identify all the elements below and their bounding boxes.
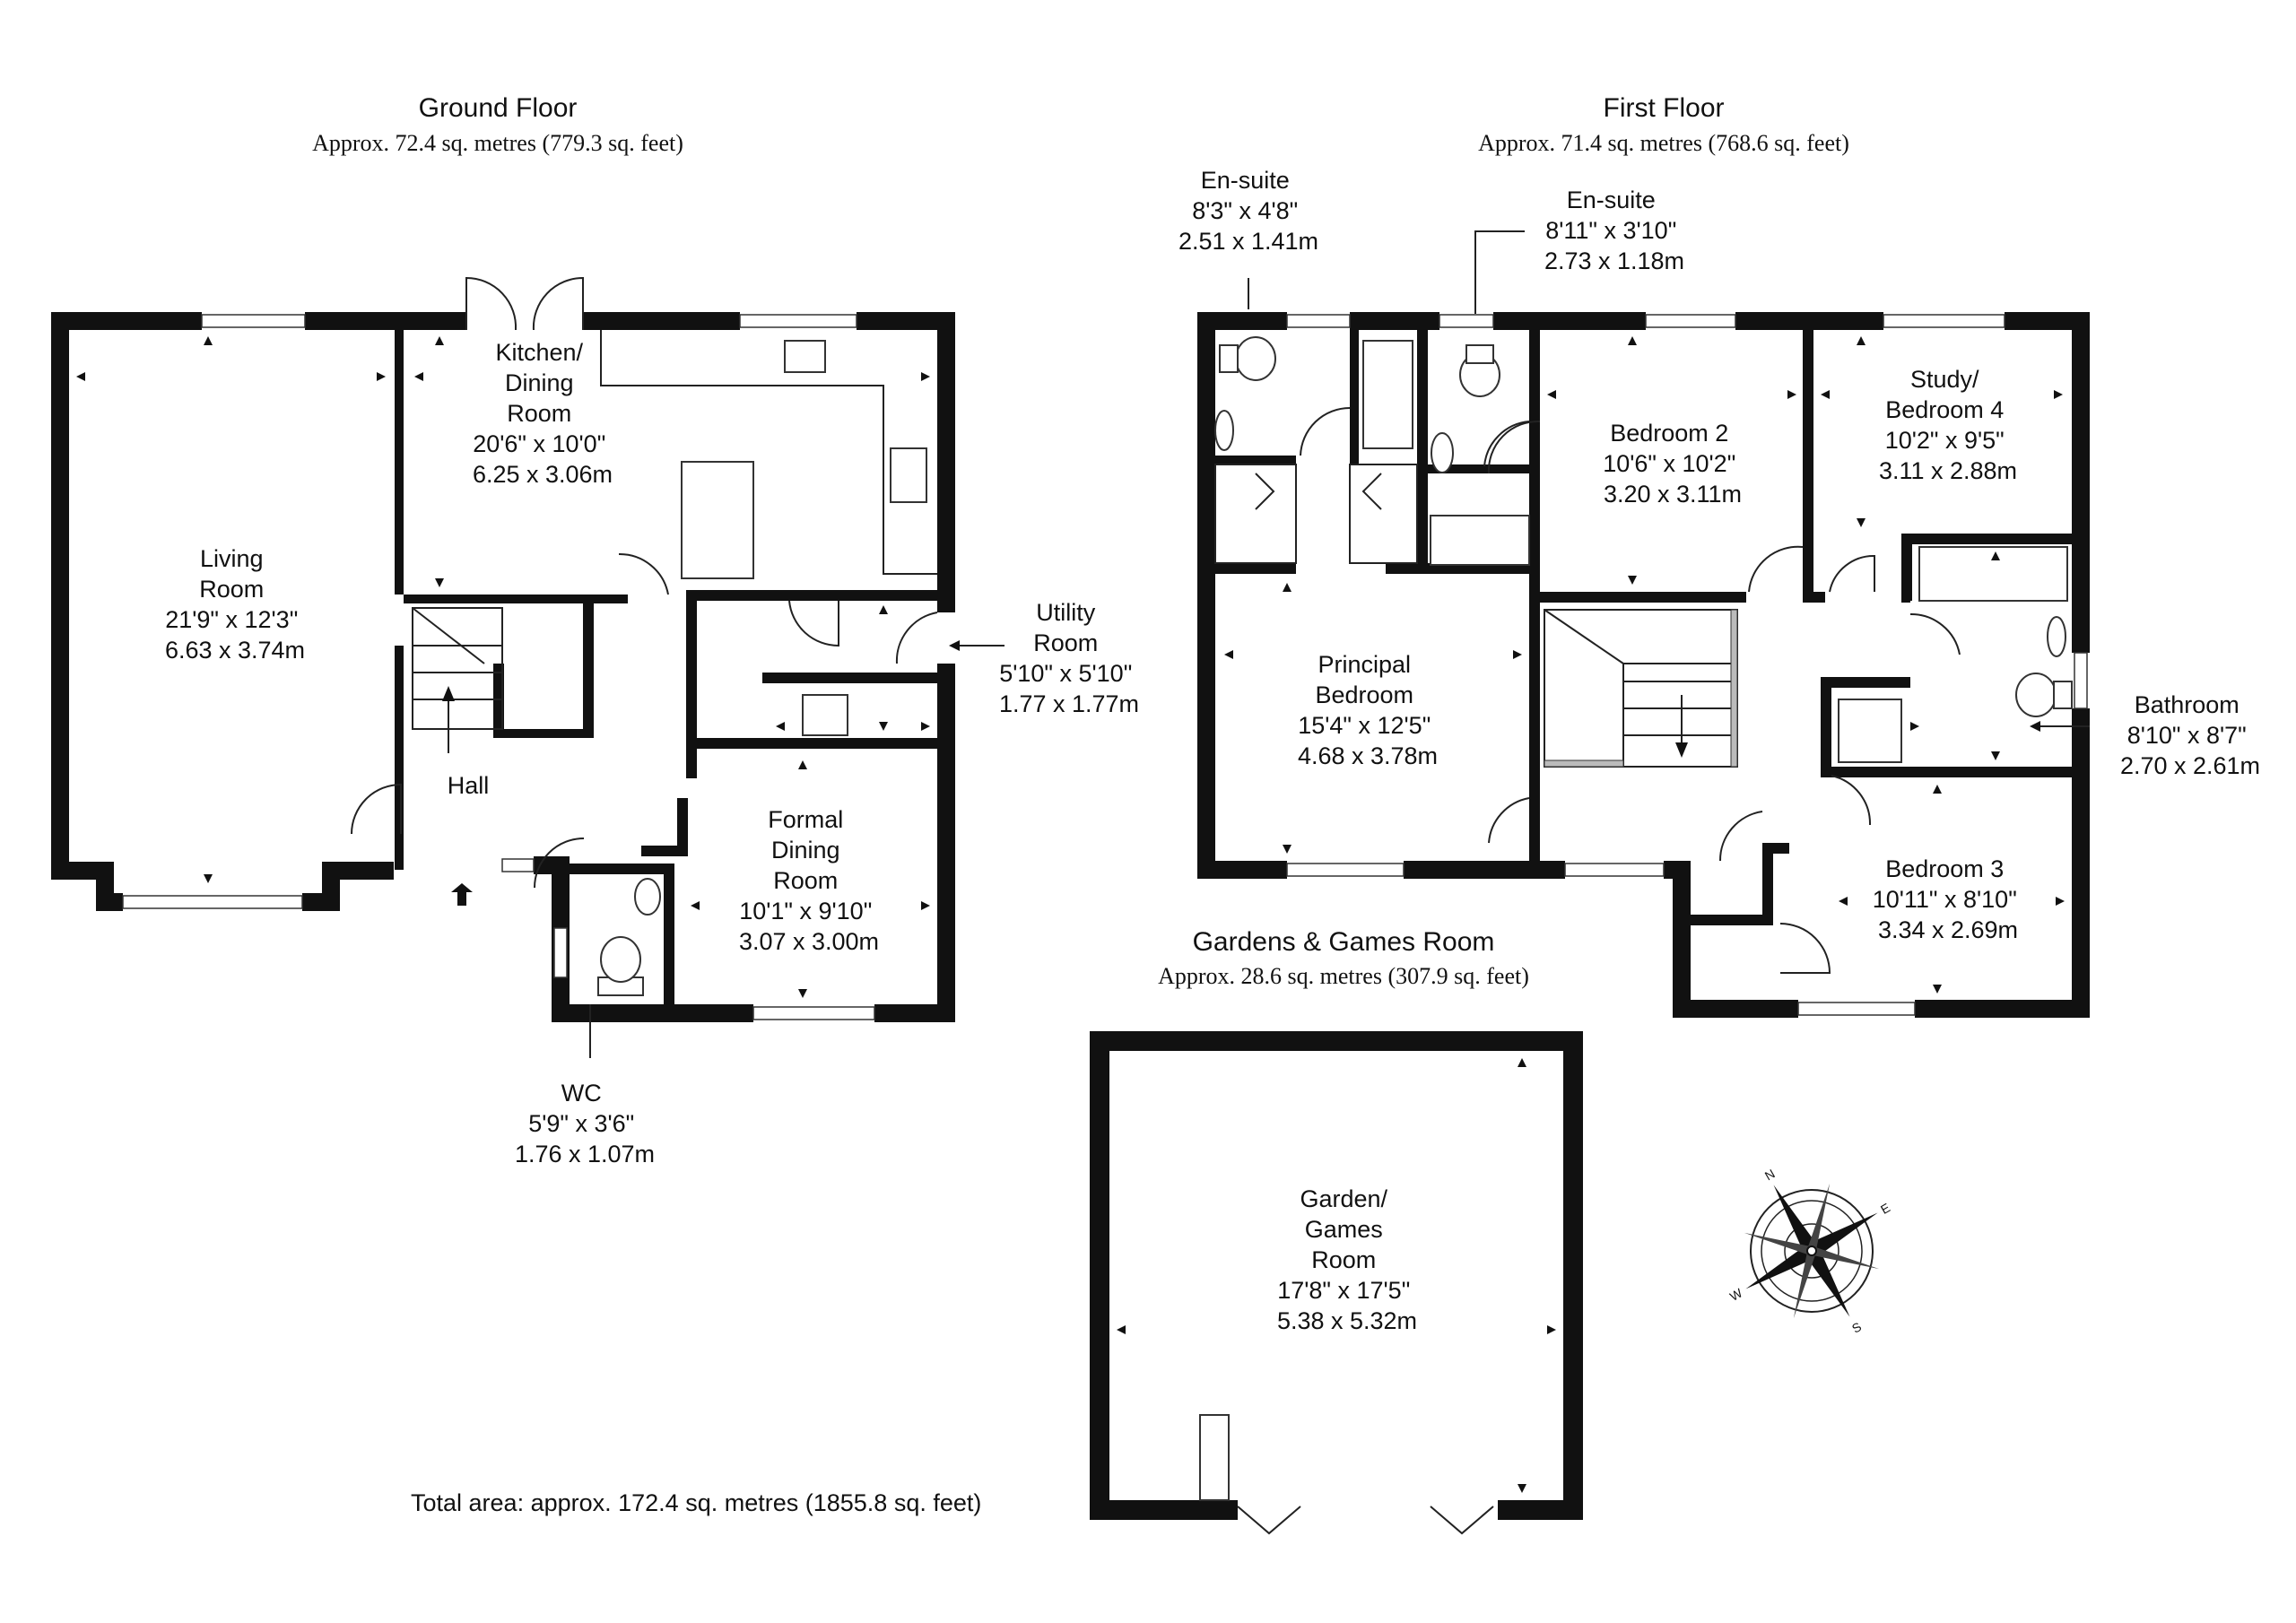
- room-label-ensuite-2: En-suite 8'11" x 3'10" 2.73 x 1.18m: [1544, 187, 1684, 274]
- room-label-utility: Utility Room 5'10" x 5'10" 1.77 x 1.77m: [999, 599, 1139, 717]
- room-label-hall: Hall: [448, 772, 490, 799]
- room-label-bathroom: Bathroom 8'10" x 8'7" 2.70 x 2.61m: [2120, 691, 2260, 779]
- svg-text:N: N: [1762, 1167, 1778, 1184]
- room-label-kitchen: Kitchen/ Dining Room 20'6" x 10'0" 6.25 …: [473, 339, 613, 488]
- gardens-header: Gardens & Games Room Approx. 28.6 sq. me…: [1158, 927, 1529, 989]
- games-room-plan: [1090, 1031, 1583, 1535]
- gardens-title: Gardens & Games Room: [1193, 927, 1495, 957]
- ground-floor-area: Approx. 72.4 sq. metres (779.3 sq. feet): [312, 130, 683, 156]
- first-floor-area: Approx. 71.4 sq. metres (768.6 sq. feet): [1478, 130, 1849, 156]
- ground-floor-header: Ground Floor Approx. 72.4 sq. metres (77…: [312, 93, 683, 156]
- total-area: Total area: approx. 172.4 sq. metres (18…: [411, 1489, 981, 1516]
- compass-icon: N E S W: [1727, 1167, 1892, 1336]
- room-label-principal-bedroom: Principal Bedroom 15'4" x 12'5" 4.68 x 3…: [1298, 651, 1438, 769]
- ground-floor-title: Ground Floor: [419, 93, 578, 123]
- ground-floor-plan: [51, 276, 1004, 1058]
- room-label-games: Garden/ Games Room 17'8" x 17'5" 5.38 x …: [1277, 1185, 1417, 1334]
- room-label-bedroom-2: Bedroom 2 10'6" x 10'2" 3.20 x 3.11m: [1603, 420, 1743, 508]
- room-label-living: Living Room 21'9" x 12'3" 6.63 x 3.74m: [165, 545, 305, 664]
- room-label-formal-dining: Formal Dining Room 10'1" x 9'10" 3.07 x …: [739, 806, 879, 955]
- svg-text:W: W: [1727, 1285, 1745, 1304]
- room-label-wc: WC 5'9" x 3'6" 1.76 x 1.07m: [515, 1080, 655, 1167]
- first-floor-plan: [1197, 230, 2090, 1018]
- svg-text:E: E: [1878, 1200, 1892, 1217]
- room-label-bedroom-3: Bedroom 3 10'11" x 8'10" 3.34 x 2.69m: [1873, 855, 2024, 943]
- first-floor-header: First Floor Approx. 71.4 sq. metres (768…: [1478, 93, 1849, 156]
- gardens-area: Approx. 28.6 sq. metres (307.9 sq. feet): [1158, 963, 1529, 989]
- room-label-ensuite-1: En-suite 8'3" x 4'8" 2.51 x 1.41m: [1178, 167, 1318, 255]
- first-floor-title: First Floor: [1604, 93, 1725, 123]
- svg-text:S: S: [1849, 1319, 1864, 1336]
- room-label-study: Study/ Bedroom 4 10'2" x 9'5" 3.11 x 2.8…: [1879, 366, 2017, 484]
